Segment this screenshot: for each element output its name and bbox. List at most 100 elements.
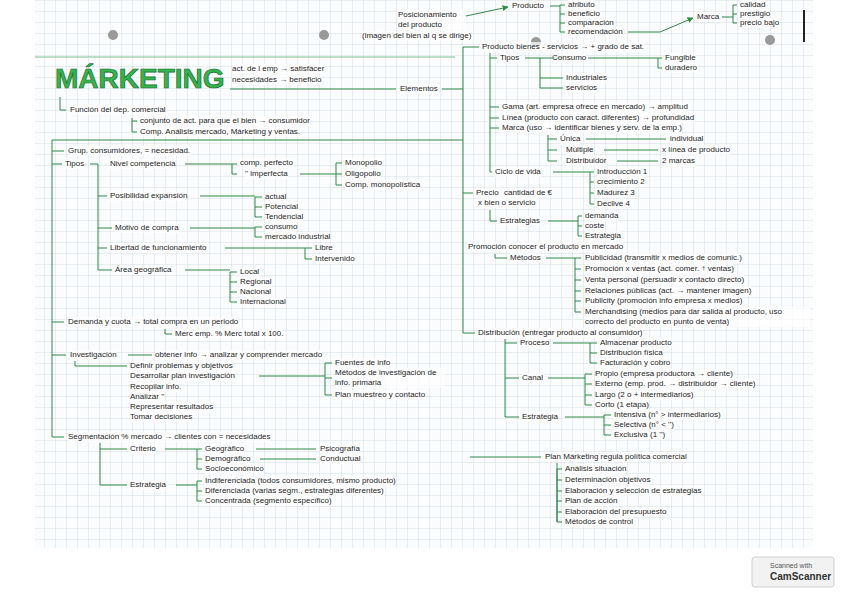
- note-text: crecimiento 2: [597, 177, 645, 187]
- note-text: Tipos: [500, 53, 519, 63]
- note-text: Métodos de control: [565, 517, 633, 527]
- note-text: Posicionamiento del producto: [398, 10, 466, 30]
- bracket-line: [463, 193, 473, 194]
- bracket-line: [232, 174, 237, 175]
- note-text: Línea (producto con caract. diferentes) …: [502, 113, 694, 123]
- note-text: mercado industrial: [265, 232, 330, 242]
- bracket-line: [185, 270, 230, 271]
- note-text: Comp. Análisis mercado, Márketing y vent…: [140, 127, 300, 137]
- note-text: Canal: [522, 373, 543, 383]
- note-text: Producto: [512, 1, 544, 11]
- bracket-line: [733, 23, 737, 24]
- bracket-line: [546, 258, 575, 259]
- bracket-line: [575, 258, 576, 312]
- note-text: Investigación: [70, 350, 117, 360]
- bracket-line: [128, 355, 152, 356]
- bracket-line: [255, 227, 256, 237]
- bracket-line: [100, 449, 127, 450]
- bracket-line: [52, 140, 463, 141]
- note-text: necesidades → beneficio: [232, 75, 321, 85]
- note-text: conjunto de act. para que el bien → cons…: [140, 116, 310, 126]
- note-text: Introducción 1: [597, 167, 647, 177]
- note-text: Tipos: [65, 159, 84, 169]
- note-text: Determinación objetivos: [565, 475, 650, 485]
- note-text: Largo (2 o + intermediarios): [595, 390, 694, 400]
- note-text: Elaboración del presupuesto: [565, 507, 666, 517]
- bracket-line: [259, 376, 325, 377]
- note-text: Relaciones públicas (act. → mantener ima…: [585, 286, 751, 296]
- bracket-line: [575, 258, 581, 259]
- bracket-line: [590, 182, 594, 183]
- bracket-line: [557, 501, 562, 502]
- punch-hole: [319, 30, 329, 40]
- bracket-line: [560, 14, 565, 15]
- note-text: Desarrollar plan investigación: [130, 371, 235, 381]
- note-text: Elaboración y selección de estrategias: [565, 486, 702, 496]
- note-text: Única: [560, 134, 580, 144]
- bracket-line: [98, 196, 107, 197]
- bracket-line: [336, 174, 342, 175]
- note-text: Promoción x ventas (act. comer. ↑ ventas…: [585, 264, 734, 274]
- bracket-line: [557, 512, 562, 513]
- note-text: Distribución (entregar producto al consu…: [478, 328, 643, 338]
- bracket-line: [185, 164, 232, 165]
- note-text: Libre: [315, 243, 333, 253]
- bracket-line: [617, 161, 658, 162]
- bracket-line: [548, 221, 578, 222]
- note-text: Área geográfica: [115, 265, 171, 275]
- bracket-line: [336, 163, 342, 164]
- note-text: coste: [585, 221, 604, 231]
- bracket-line: [505, 343, 517, 344]
- bracket-line: [588, 58, 658, 59]
- note-text: (imagen del bien al q se dirige): [362, 31, 471, 41]
- note-text: Precio: [476, 188, 499, 198]
- note-text: Estrategia: [130, 480, 166, 490]
- bracket-line: [305, 248, 312, 249]
- bracket-line: [575, 280, 581, 281]
- bracket-line: [463, 47, 464, 333]
- note-text: Merchandising (medios para dar salida al…: [585, 307, 810, 327]
- bracket-line: [586, 139, 666, 140]
- bracket-line: [553, 343, 590, 344]
- bracket-line: [585, 405, 592, 406]
- bracket-line: [255, 227, 262, 228]
- bracket-line: [197, 459, 202, 460]
- note-text: Nivel competencia: [110, 159, 175, 169]
- bracket-line: [540, 78, 563, 79]
- bracket-line: [505, 417, 519, 418]
- bracket-line: [590, 363, 597, 364]
- bracket-line: [305, 248, 306, 259]
- note-text: Publicidad (transmitir x medios de comun…: [585, 253, 742, 263]
- note-text: Externo (emp. prod. → distribuidor → cli…: [595, 379, 756, 389]
- note-text: Venta personal (persuadir x contacto dir…: [585, 275, 744, 285]
- note-text: individual: [670, 134, 703, 144]
- note-text: Estrategia: [585, 231, 621, 241]
- note-text: obtener info → analizar y comprender mer…: [155, 350, 322, 360]
- bracket-line: [190, 228, 255, 229]
- bracket-line: [585, 384, 592, 385]
- bracket-line: [90, 164, 98, 165]
- bracket-line: [575, 312, 581, 313]
- note-text: consumo: [265, 222, 297, 232]
- note-text: Internacional: [240, 297, 286, 307]
- note-text: Múltiple: [566, 145, 594, 155]
- bracket-line: [658, 58, 659, 68]
- note-text: Demográfico: [205, 454, 250, 464]
- bracket-line: [197, 501, 202, 502]
- note-text: Madurez 3: [597, 188, 635, 198]
- bracket-line: [604, 150, 658, 151]
- bracket-line: [557, 463, 558, 522]
- bracket-line: [733, 5, 737, 6]
- bracket-line: [604, 435, 611, 436]
- bracket-line: [495, 254, 507, 258]
- margin-line: [35, 57, 455, 58]
- note-text: Psicografía: [320, 444, 360, 454]
- note-text: Concentrada (segmento específico): [205, 496, 332, 506]
- bracket-line: [132, 121, 137, 122]
- note-text: Marca (uso → identificar bienes y serv. …: [502, 123, 682, 133]
- note-text: Nacional: [240, 287, 271, 297]
- note-text: Consumo: [552, 53, 586, 63]
- bracket-line: [557, 469, 562, 470]
- bracket-line: [132, 118, 133, 132]
